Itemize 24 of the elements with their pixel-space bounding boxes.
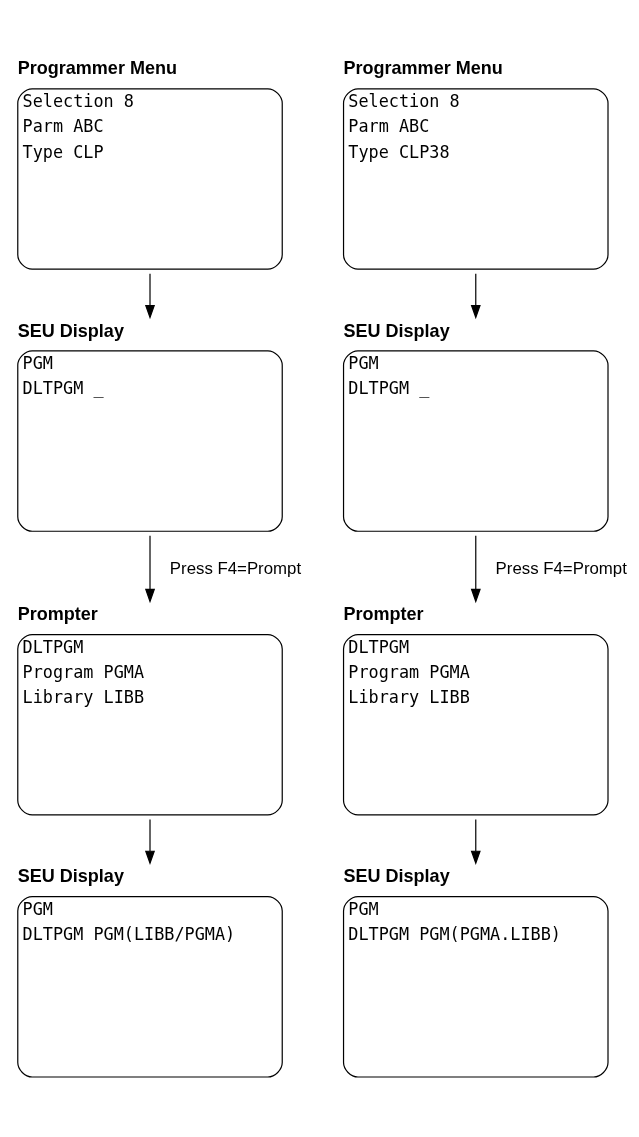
arrow [470,818,481,866]
node-label: SEU Display [343,866,450,887]
node-box: DLTPGM Program PGMA Library LIBB [342,634,609,816]
node-box: PGM DLTPGM PGM(PGMA.LIBB) [342,896,609,1078]
node-label: SEU Display [17,320,124,341]
arrow [144,818,156,866]
arrow [470,273,481,320]
node-label: Programmer Menu [343,58,503,79]
arrow [144,273,156,320]
node-label: Programmer Menu [17,58,177,79]
node-box: PGM DLTPGM _ [17,350,283,532]
edge-label: Press F4=Prompt [169,558,302,578]
node-box: Selection 8 Parm ABC Type CLP38 [342,88,609,270]
node-box: PGM DLTPGM _ [342,350,609,532]
edge-label: Press F4=Prompt [495,558,627,578]
node-box: PGM DLTPGM PGM(LIBB/PGMA) [17,896,283,1078]
node-box: Selection 8 Parm ABC Type CLP [17,88,283,270]
node-label: Prompter [343,604,424,625]
node-box: DLTPGM Program PGMA Library LIBB [17,634,283,816]
node-label: SEU Display [17,866,124,887]
arrow [144,535,156,604]
node-label: Prompter [17,604,98,625]
node-label: SEU Display [343,320,450,341]
arrow [470,535,481,604]
